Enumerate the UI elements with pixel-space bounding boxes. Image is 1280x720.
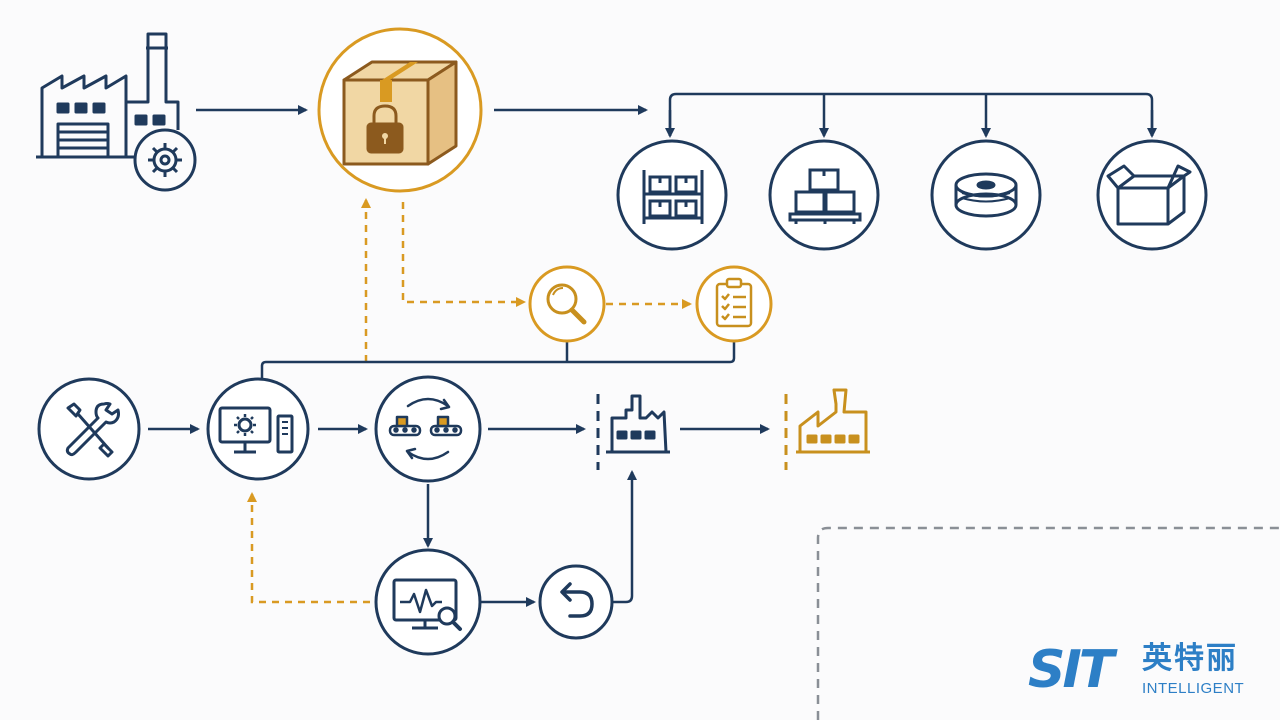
warehouse-rack-node bbox=[616, 139, 728, 251]
pallet-boxes-node bbox=[768, 139, 880, 251]
inspect-node bbox=[528, 265, 606, 343]
monitor-analytics-icon bbox=[392, 578, 462, 631]
factory-icon bbox=[796, 388, 870, 454]
factory-gold-node bbox=[784, 388, 870, 470]
conveyor-node bbox=[374, 375, 482, 483]
brand-logo: SIT 英特丽 INTELLIGENT bbox=[1028, 640, 1268, 702]
secure-package-node bbox=[317, 27, 483, 193]
computer-gear-icon bbox=[218, 406, 294, 454]
logo-mark: SIT bbox=[1028, 640, 1114, 700]
return-node bbox=[538, 564, 614, 640]
feedback-bus bbox=[260, 342, 736, 380]
computer-node bbox=[206, 377, 310, 481]
warehouse-shelf-icon bbox=[642, 170, 704, 224]
checklist-node bbox=[695, 265, 773, 343]
distribution-bus bbox=[668, 92, 1154, 136]
arrow-return-to-factory bbox=[612, 470, 637, 604]
open-box-icon bbox=[1106, 164, 1192, 226]
monitor-node bbox=[374, 548, 482, 656]
factory-icon bbox=[606, 394, 670, 454]
conveyor-cycle-icon bbox=[388, 397, 463, 461]
connectors bbox=[148, 92, 1157, 607]
logo-chinese-name: 英特丽 bbox=[1142, 641, 1238, 676]
factory-gear-icon bbox=[36, 32, 197, 192]
wire-spool-icon bbox=[954, 172, 1018, 218]
clipboard-checklist-icon bbox=[715, 277, 753, 328]
magnifier-icon bbox=[546, 283, 587, 325]
dashed-arrow-to-computer bbox=[247, 492, 370, 604]
logo-english-name: INTELLIGENT bbox=[1142, 680, 1245, 697]
dashed-frame bbox=[816, 526, 1280, 720]
open-box-node bbox=[1096, 139, 1208, 251]
tools-icon bbox=[65, 402, 120, 458]
dashed-arrow-to-inspect bbox=[401, 202, 526, 307]
return-arrow-icon bbox=[560, 582, 594, 618]
spool-node bbox=[930, 139, 1042, 251]
pallet-icon bbox=[788, 168, 862, 224]
locked-box-icon bbox=[342, 60, 458, 166]
factory-navy-node bbox=[596, 394, 670, 470]
tools-node bbox=[37, 377, 141, 481]
